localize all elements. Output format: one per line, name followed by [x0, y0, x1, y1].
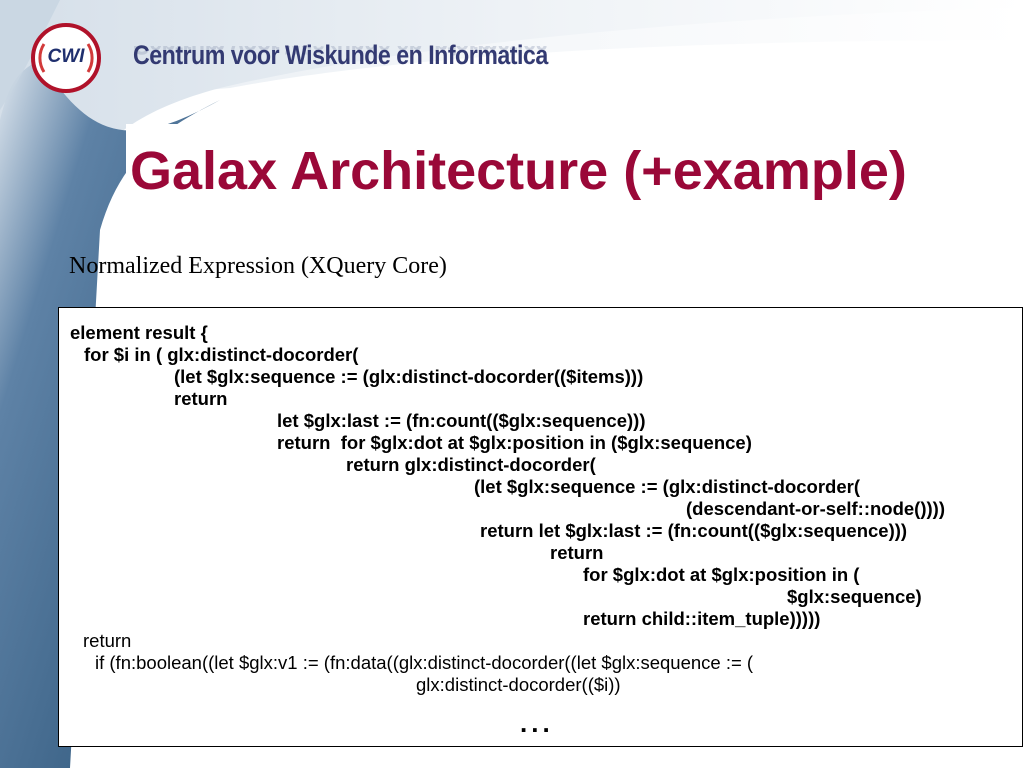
- code-line: for $glx:dot at $glx:position in (: [583, 564, 860, 585]
- code-line: glx:distinct-docorder(($i)): [416, 674, 621, 695]
- code-line: return: [174, 388, 228, 409]
- code-block: element result { for $i in ( glx:distinc…: [58, 307, 1023, 747]
- logo-text: CWI: [47, 46, 85, 67]
- code-line: $glx:sequence): [787, 586, 922, 607]
- code-line: (let $glx:sequence := (glx:distinct-doco…: [174, 366, 644, 387]
- code-line: let $glx:last := (fn:count(($glx:sequenc…: [277, 410, 646, 431]
- code-line: for $i in ( glx:distinct-docorder(: [84, 344, 359, 365]
- code-line: return glx:distinct-docorder(: [346, 454, 596, 475]
- cwi-logo-icon: [31, 23, 101, 93]
- organization-name: Centrum voor Wiskunde en Informatica: [133, 40, 548, 70]
- slide-subtitle: Normalized Expression (XQuery Core): [69, 253, 447, 279]
- code-line: return for $glx:dot at $glx:position in …: [277, 432, 752, 453]
- continuation-ellipsis: ...: [520, 708, 554, 738]
- code-line: return let $glx:last := (fn:count(($glx:…: [480, 520, 908, 541]
- code-line: return: [83, 630, 132, 651]
- code-line: element result {: [70, 322, 208, 343]
- code-line: if (fn:boolean((let $glx:v1 := (fn:data(…: [95, 652, 754, 673]
- code-line: return child::item_tuple))))): [583, 608, 821, 629]
- code-line: (let $glx:sequence := (glx:distinct-doco…: [474, 476, 860, 497]
- code-line: (descendant-or-self::node()))): [686, 498, 945, 519]
- code-line: return: [550, 542, 604, 563]
- slide-title: Galax Architecture (+example): [130, 141, 907, 201]
- title-panel: [126, 124, 1024, 234]
